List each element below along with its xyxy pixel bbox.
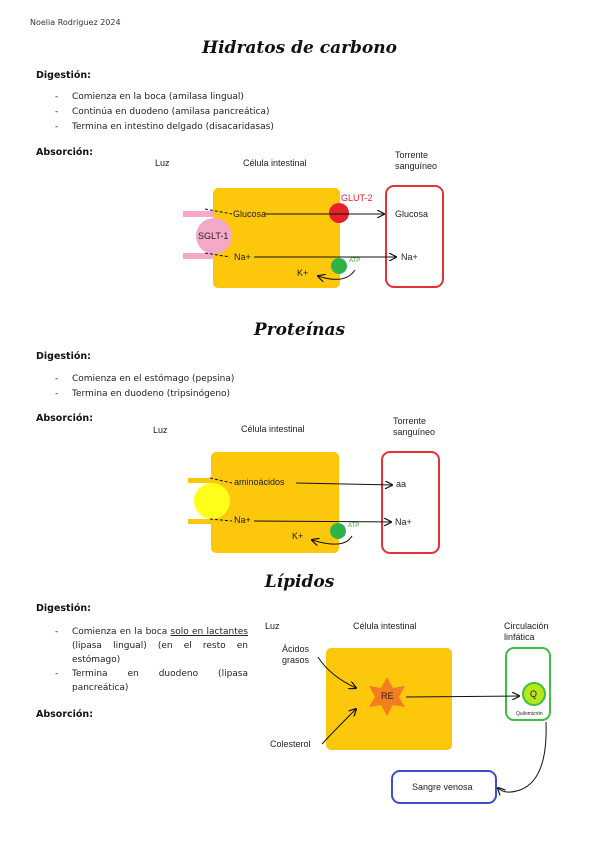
prot-luz-label: Luz (153, 425, 168, 435)
venous-box (391, 770, 497, 804)
prot-title: Proteínas (253, 320, 346, 340)
prot-aa-arrow (295, 483, 392, 485)
carbs-lumen-strip-bottom (183, 253, 213, 259)
prot-cell (211, 452, 339, 553)
list-item: Comienza en la boca solo en lactantes (l… (55, 625, 248, 667)
lip-digestion-list: Comienza en la boca solo en lactantes (l… (55, 625, 248, 695)
carbs-glucose-out-label: Glucosa (395, 209, 429, 219)
re-star (369, 677, 405, 716)
prot-digestion-list: Comienza en el estómago (pepsina) Termin… (55, 372, 234, 402)
chylomicron-sub-label: Quilomicrón (516, 711, 543, 717)
prot-torrente-label-2: sanguíneo (393, 427, 436, 437)
carbs-k-label: K+ (297, 268, 309, 278)
prot-na-arrow (253, 521, 391, 522)
carbs-digestion-label: Digestión: (36, 70, 91, 81)
carbs-na-entry (204, 252, 231, 258)
re-label: RE (381, 691, 394, 701)
lip-digestion-label: Digestión: (36, 603, 91, 614)
lip-luz-label: Luz (265, 621, 280, 631)
carbs-torrente-label-2: sanguíneo (395, 161, 438, 171)
lip-absorption-label: Absorción: (36, 709, 93, 720)
cholesterol-arrow (321, 709, 356, 745)
prot-cell-label: Célula intestinal (241, 424, 305, 434)
sglt1-label: SGLT-1 (198, 231, 229, 241)
author-label: Noelia Rodriguez 2024 (30, 18, 121, 27)
lip-title: Lípidos (264, 572, 335, 592)
carbs-na-out-label: Na+ (401, 252, 418, 262)
prot-digestion-label: Digestión: (36, 351, 91, 362)
list-item: Termina en intestino delgado (disacarida… (55, 120, 274, 135)
prot-pump-label: ATP (348, 523, 360, 529)
list-item: Comienza en la boca (amilasa lingual) (55, 90, 274, 105)
lymph-to-venous-arrow (498, 721, 547, 792)
re-to-lymph-arrow (405, 696, 519, 697)
carbs-cell (213, 188, 340, 288)
prot-absorption-label: Absorción: (36, 413, 93, 424)
lip-cell-label: Célula intestinal (353, 621, 417, 631)
carbs-pump (331, 258, 347, 274)
lymph-box (505, 647, 551, 721)
prot-na-in-label: Na+ (234, 515, 251, 525)
carbs-lumen-strip-top (183, 211, 213, 217)
carbs-luz-label: Luz (155, 158, 170, 168)
prot-na-entry (209, 518, 233, 522)
prot-lumen-strip-top (188, 478, 214, 483)
prot-aminoacids-label: aminoácidos (234, 477, 285, 487)
prot-na-out-label: Na+ (395, 517, 412, 527)
carbs-pump-label: ATP (349, 258, 361, 264)
list-item: Comienza en el estómago (pepsina) (55, 372, 234, 387)
list-item: Continúa en duodeno (amilasa pancreática… (55, 105, 274, 120)
prot-blood-box (381, 451, 440, 554)
glut2-label: GLUT-2 (341, 193, 373, 203)
prot-k-label: K+ (292, 531, 304, 541)
prot-aa-entry (209, 477, 233, 484)
carbs-digestion-list: Comienza en la boca (amilasa lingual) Co… (55, 90, 274, 135)
chylomicron-circle (522, 682, 546, 706)
carbs-title: Hidratos de carbono (202, 38, 397, 58)
lactantes-underline: solo en lactantes (170, 627, 248, 637)
fatty-acids-label-2: grasos (282, 655, 310, 665)
prot-lumen-strip-bottom (188, 519, 214, 524)
carbs-absorption-label: Absorción: (36, 147, 93, 158)
cholesterol-label: Colesterol (270, 739, 311, 749)
lymph-label-1: Circulación (504, 621, 549, 631)
aa-transporter (194, 483, 230, 519)
list-item: Termina en duodeno (lipasa pancreática) (55, 667, 248, 695)
carbs-k-arrow (318, 269, 356, 279)
venous-label: Sangre venosa (412, 782, 473, 792)
glut2-transporter (329, 203, 349, 223)
carbs-na-in-label: Na+ (234, 252, 251, 262)
carbs-blood-box (385, 185, 444, 288)
carbs-glucose-in-label: Glucosa (233, 209, 267, 219)
prot-torrente-label-1: Torrente (393, 416, 427, 426)
lymph-label-2: linfática (504, 632, 535, 642)
fatty-acids-label-1: Ácidos (282, 644, 310, 654)
fatty-acids-arrow (317, 656, 356, 688)
list-item: Termina en duodeno (tripsinógeno) (55, 387, 234, 402)
prot-k-arrow (312, 535, 353, 544)
prot-aa-label: aa (396, 479, 407, 489)
chylomicron-label: Q (530, 689, 538, 699)
carbs-torrente-label-1: Torrente (395, 150, 429, 160)
prot-pump (330, 523, 346, 539)
carbs-glucose-entry (204, 208, 233, 215)
sglt1-transporter (196, 218, 232, 254)
carbs-cell-label: Célula intestinal (243, 158, 307, 168)
